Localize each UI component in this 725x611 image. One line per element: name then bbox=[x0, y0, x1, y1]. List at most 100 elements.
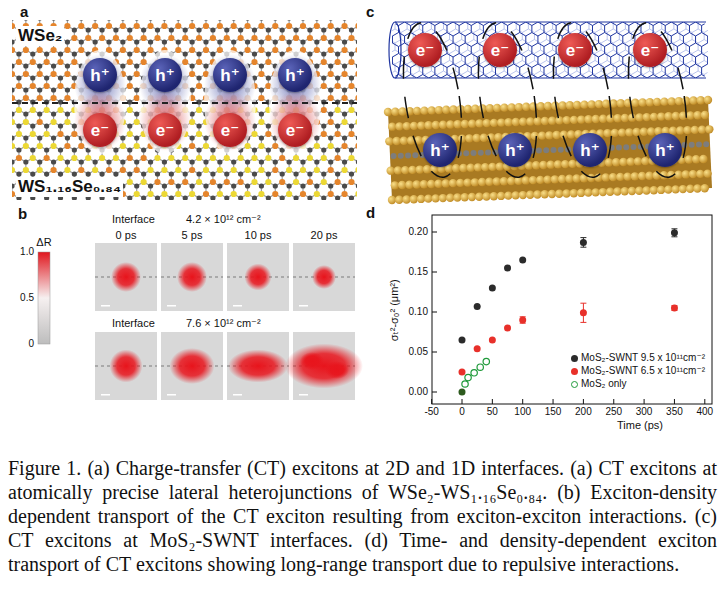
lattice-atom bbox=[348, 35, 354, 41]
lattice-atom bbox=[355, 71, 357, 77]
figure-label: 0.05 bbox=[409, 346, 428, 358]
scale-bar bbox=[101, 305, 110, 307]
lattice-atom bbox=[342, 183, 347, 188]
s-atom bbox=[671, 185, 679, 193]
lattice-atom bbox=[134, 159, 139, 164]
s-atom bbox=[394, 166, 402, 174]
s-atom bbox=[686, 185, 694, 193]
s-atom bbox=[449, 179, 457, 187]
s-atom bbox=[573, 101, 581, 109]
lattice-atom bbox=[12, 47, 15, 53]
lattice-atom bbox=[349, 171, 354, 176]
data-point bbox=[580, 309, 587, 316]
lattice-atom bbox=[266, 147, 271, 152]
lattice-atom bbox=[141, 35, 147, 41]
lattice-atom bbox=[335, 59, 341, 65]
lattice-atom bbox=[279, 35, 285, 41]
s-atom bbox=[561, 160, 569, 168]
s-atom bbox=[504, 191, 512, 199]
error-bar bbox=[580, 303, 586, 322]
lattice-atom bbox=[50, 119, 56, 125]
lattice-atom bbox=[134, 20, 139, 21]
lattice-atom bbox=[279, 179, 285, 185]
data-point bbox=[483, 358, 489, 364]
figure-label: 10 ps bbox=[245, 229, 272, 242]
s-atom bbox=[563, 116, 571, 124]
s-atom bbox=[507, 177, 515, 185]
s-atom bbox=[602, 100, 610, 108]
s-atom bbox=[618, 128, 626, 136]
s-atom bbox=[529, 176, 537, 184]
lattice-atom bbox=[196, 75, 201, 80]
s-atom bbox=[592, 115, 600, 123]
lattice-atom bbox=[348, 179, 354, 185]
s-atom bbox=[526, 117, 534, 125]
lattice-atom bbox=[64, 119, 70, 125]
lattice-atom bbox=[148, 20, 153, 21]
s-atom bbox=[475, 119, 483, 127]
lattice-atom bbox=[341, 191, 347, 197]
s-atom bbox=[584, 188, 592, 196]
figure-label: 200 bbox=[575, 406, 592, 418]
lattice-atom bbox=[266, 195, 271, 200]
figure-label: Interface bbox=[112, 213, 155, 226]
s-atom bbox=[458, 134, 466, 142]
s-atom bbox=[686, 111, 694, 119]
lattice-atom bbox=[78, 47, 84, 53]
lattice-atom bbox=[348, 59, 354, 65]
s-atom bbox=[703, 169, 711, 177]
lattice-atom bbox=[273, 39, 278, 44]
s-atom bbox=[403, 122, 411, 130]
lattice-atom bbox=[99, 27, 104, 32]
s-atom bbox=[412, 180, 420, 188]
lattice-atom bbox=[12, 159, 15, 164]
s-atom bbox=[580, 100, 588, 108]
lattice-atom bbox=[51, 87, 56, 92]
figure-label: 0.00 bbox=[409, 386, 428, 398]
lattice-atom bbox=[127, 27, 132, 32]
lattice-atom bbox=[231, 191, 237, 197]
lattice-atom bbox=[161, 23, 167, 29]
s-atom bbox=[384, 108, 392, 116]
lattice-atom bbox=[196, 155, 202, 161]
s-atom bbox=[496, 162, 504, 170]
lattice-atom bbox=[79, 159, 84, 164]
lattice-atom bbox=[244, 167, 250, 173]
lattice-atom bbox=[265, 59, 271, 65]
lattice-atom bbox=[51, 135, 56, 140]
lattice-atom bbox=[72, 51, 77, 56]
s-atom bbox=[423, 165, 431, 173]
lattice-atom bbox=[272, 143, 278, 149]
s-atom bbox=[675, 97, 683, 105]
lattice-atom bbox=[328, 191, 334, 197]
lattice-atom bbox=[328, 87, 333, 92]
mo-atom bbox=[631, 144, 637, 150]
lattice-atom bbox=[210, 51, 215, 56]
data-point bbox=[489, 285, 496, 292]
s-atom bbox=[512, 118, 520, 126]
interface-line bbox=[12, 102, 357, 104]
lattice-atom bbox=[259, 87, 264, 92]
lattice-atom bbox=[321, 75, 326, 80]
lattice-atom bbox=[196, 59, 202, 65]
figure-label: 1.0 bbox=[20, 246, 34, 258]
lattice-atom bbox=[210, 147, 215, 152]
lattice-atom bbox=[154, 35, 160, 41]
lattice-atom bbox=[265, 35, 271, 41]
hole-circle: h⁺ bbox=[573, 133, 607, 167]
panel-label: c bbox=[366, 3, 374, 20]
figure-label: ΔR bbox=[36, 236, 51, 249]
lattice-atom bbox=[141, 179, 147, 185]
mo-atom bbox=[616, 145, 622, 151]
lattice-atom bbox=[134, 183, 139, 188]
s-atom bbox=[548, 190, 556, 198]
lattice-atom bbox=[168, 179, 174, 185]
lattice-atom bbox=[335, 195, 340, 200]
s-atom bbox=[392, 137, 400, 145]
lattice-atom bbox=[293, 195, 298, 200]
lattice-atom bbox=[265, 131, 271, 137]
lattice-atom bbox=[273, 159, 278, 164]
lattice-atom bbox=[134, 167, 140, 173]
s-atom bbox=[519, 191, 527, 199]
lattice-atom bbox=[127, 83, 133, 89]
